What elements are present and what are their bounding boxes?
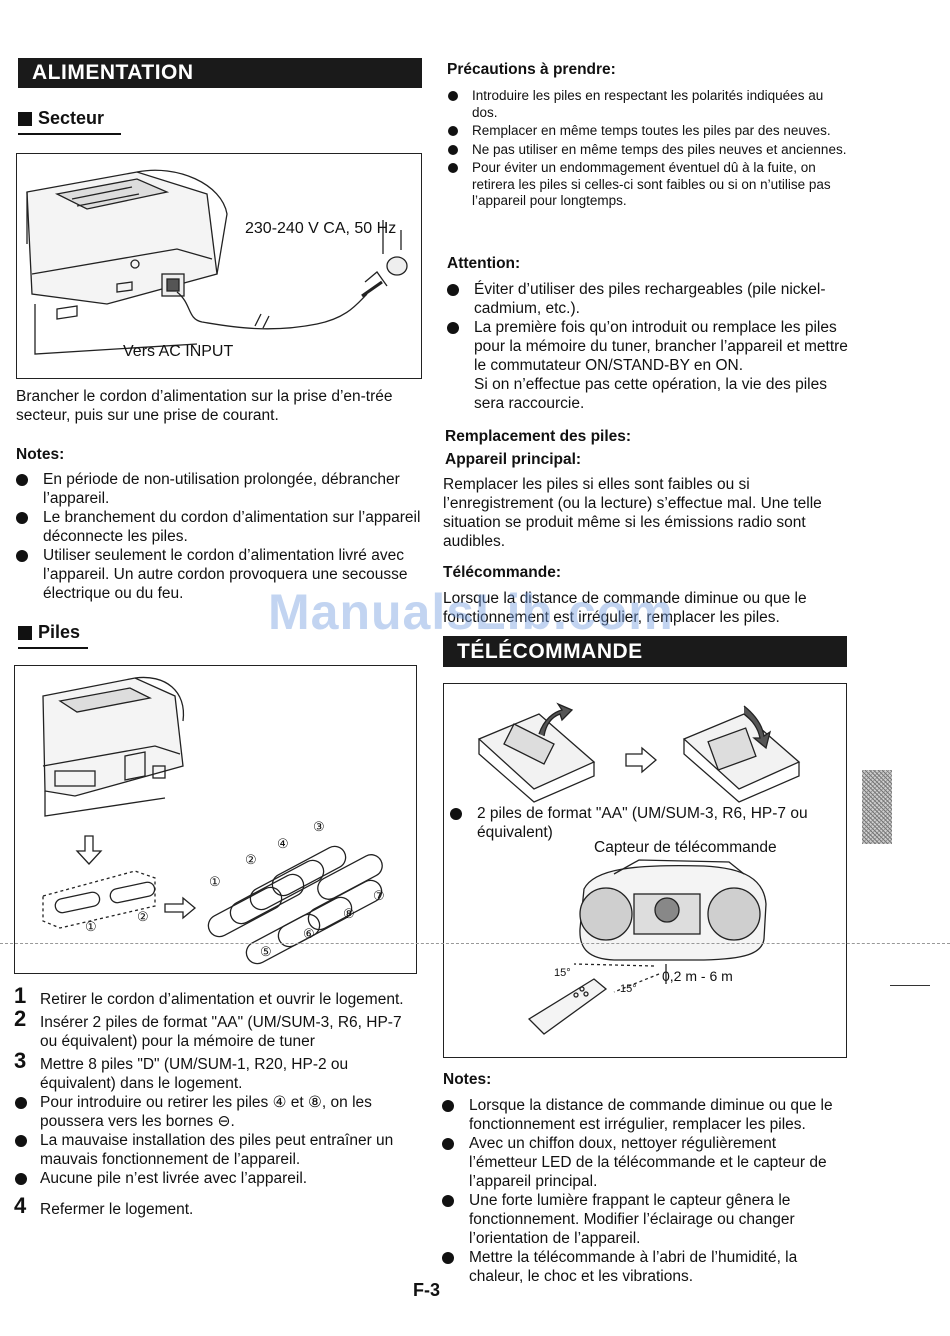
angle-label-2: 15° <box>620 983 637 995</box>
appareil-principal-heading: Appareil principal: <box>445 451 582 468</box>
ac-input-label: Vers AC INPUT <box>123 343 233 360</box>
page-number: F-3 <box>413 1280 440 1300</box>
voltage-label: 230-240 V CA, 50 Hz <box>245 220 396 237</box>
fig-label-7: ⑦ <box>373 888 385 903</box>
list-item: Mettre la télécommande à l’abri de l’hum… <box>440 1248 846 1286</box>
list-item: Remplacer en même temps toutes les piles… <box>445 123 851 140</box>
piles-figure: ① ② ① ② ③ ④ ⑤ ⑥ ⑦ ⑧ <box>14 665 417 974</box>
piles-steps: 1 Retirer le cordon d’alimentation et ou… <box>14 985 420 1223</box>
fig-label-8: ⑧ <box>343 906 355 921</box>
step-3: 3 Mettre 8 piles "D" (UM/SUM-1, R20, HP-… <box>14 1050 420 1093</box>
fig-label-2: ② <box>137 909 149 924</box>
step-2: 2 Insérer 2 piles de format "AA" (UM/SUM… <box>14 1008 420 1051</box>
list-item: Pour éviter un endommagement éventuel dû… <box>445 160 851 210</box>
attention-list: Éviter d’utiliser des piles rechargeable… <box>445 280 851 413</box>
secteur-heading-text: Secteur <box>38 108 105 128</box>
step-number: 3 <box>14 1048 27 1073</box>
step-text: Retirer le cordon d’alimentation et ouvr… <box>40 991 404 1008</box>
attention-item-2: La première fois qu’on introduit ou remp… <box>474 319 848 374</box>
left-notes-list: En période de non-utilisation prolongée,… <box>14 470 422 603</box>
fig-label-5: ⑤ <box>260 944 272 959</box>
telecommande-text: Lorsque la distance de commande diminue … <box>443 590 807 626</box>
step-4: 4 Refermer le logement. <box>14 1195 420 1219</box>
watermark: ManualsLib.com <box>268 584 674 640</box>
remote-figure: 15° 15° 0,2 m - 6 m <box>443 683 847 1058</box>
list-item: Le branchement du cordon d’alimentation … <box>14 508 422 546</box>
square-bullet-icon <box>18 111 32 126</box>
attention-item-2-extra: Si on n’effectue pas cette opération, la… <box>474 376 827 412</box>
list-item: Lorsque la distance de commande diminue … <box>440 1096 846 1134</box>
telecommande-banner: TÉLÉCOMMANDE <box>443 636 847 667</box>
step-text: Insérer 2 piles de format "AA" (UM/SUM-3… <box>40 1014 402 1050</box>
list-item: Utiliser seulement le cordon d’alimentat… <box>14 546 422 603</box>
side-tab-marker <box>862 770 892 844</box>
center-dashed-rule <box>0 943 950 944</box>
list-item: 2 piles de format "AA" (UM/SUM-3, R6, HP… <box>448 804 843 842</box>
attention-heading: Attention: <box>447 255 521 272</box>
step-bullet: Aucune pile n’est livrée avec l’appareil… <box>14 1169 420 1188</box>
step-number: 2 <box>14 1006 27 1031</box>
step-text: Mettre 8 piles "D" (UM/SUM-1, R20, HP-2 … <box>40 1056 349 1092</box>
fig-label-6: ⑥ <box>303 926 315 941</box>
telecommande-subheading: Télécommande: <box>443 564 562 581</box>
right-notes-list: Lorsque la distance de commande diminue … <box>440 1096 846 1286</box>
list-item: En période de non-utilisation prolongée,… <box>14 470 422 508</box>
step-1: 1 Retirer le cordon d’alimentation et ou… <box>14 985 420 1009</box>
margin-rule <box>890 985 930 986</box>
step-bullet: Pour introduire ou retirer les piles ④ e… <box>14 1093 420 1131</box>
piles-heading-text: Piles <box>38 622 81 642</box>
fig-label-2b: ② <box>245 852 257 867</box>
remote-illustration: 15° 15° 0,2 m - 6 m <box>477 702 801 1035</box>
alimentation-banner: ALIMENTATION <box>18 58 422 88</box>
left-notes-heading: Notes: <box>16 446 65 463</box>
list-item: Introduire les piles en respectant les p… <box>445 88 851 121</box>
secteur-instruction: Brancher le cordon d’alimentation sur la… <box>16 388 393 424</box>
telecommande-title: TÉLÉCOMMANDE <box>457 639 643 663</box>
precautions-list: Introduire les piles en respectant les p… <box>445 88 851 210</box>
step-text: Refermer le logement. <box>40 1201 194 1218</box>
boombox-power-illustration: 230-240 V CA, 50 Hz Vers AC INPUT <box>26 169 408 360</box>
fig-label-3: ③ <box>313 819 325 834</box>
step-bullet: La mauvaise installation des piles peut … <box>14 1131 420 1169</box>
angle-label-1: 15° <box>554 967 571 979</box>
remplacement-heading: Remplacement des piles: <box>445 428 632 445</box>
piles-heading: Piles <box>18 622 88 649</box>
square-bullet-icon <box>18 625 32 640</box>
fig-label-4: ④ <box>277 836 289 851</box>
capteur-label: Capteur de télécommande <box>594 839 777 856</box>
step-number: 4 <box>14 1193 27 1218</box>
list-item: Une forte lumière frappant le capteur gê… <box>440 1191 846 1248</box>
battery-installation-illustration: ① ② ① ② ③ ④ ⑤ ⑥ ⑦ ⑧ <box>42 676 385 965</box>
list-item: Éviter d’utiliser des piles rechargeable… <box>445 280 851 318</box>
remote-batteries-bullet: 2 piles de format "AA" (UM/SUM-3, R6, HP… <box>448 804 843 842</box>
heading-underline <box>18 133 121 135</box>
heading-underline <box>18 647 88 649</box>
list-item: Avec un chiffon doux, nettoyer régulière… <box>440 1134 846 1191</box>
list-item: La première fois qu’on introduit ou remp… <box>445 318 851 413</box>
fig-label-1b: ① <box>209 874 221 889</box>
fig-label-1: ① <box>85 919 97 934</box>
step-number: 1 <box>14 983 27 1008</box>
right-notes-heading: Notes: <box>443 1071 492 1088</box>
range-label: 0,2 m - 6 m <box>662 968 733 984</box>
remplacement-text: Remplacer les piles si elles sont faible… <box>443 476 822 550</box>
secteur-heading: Secteur <box>18 108 121 135</box>
precautions-heading: Précautions à prendre: <box>447 61 616 78</box>
alimentation-title: ALIMENTATION <box>32 61 194 84</box>
list-item: Ne pas utiliser en même temps des piles … <box>445 142 851 159</box>
secteur-figure: 230-240 V CA, 50 Hz Vers AC INPUT <box>16 153 422 379</box>
